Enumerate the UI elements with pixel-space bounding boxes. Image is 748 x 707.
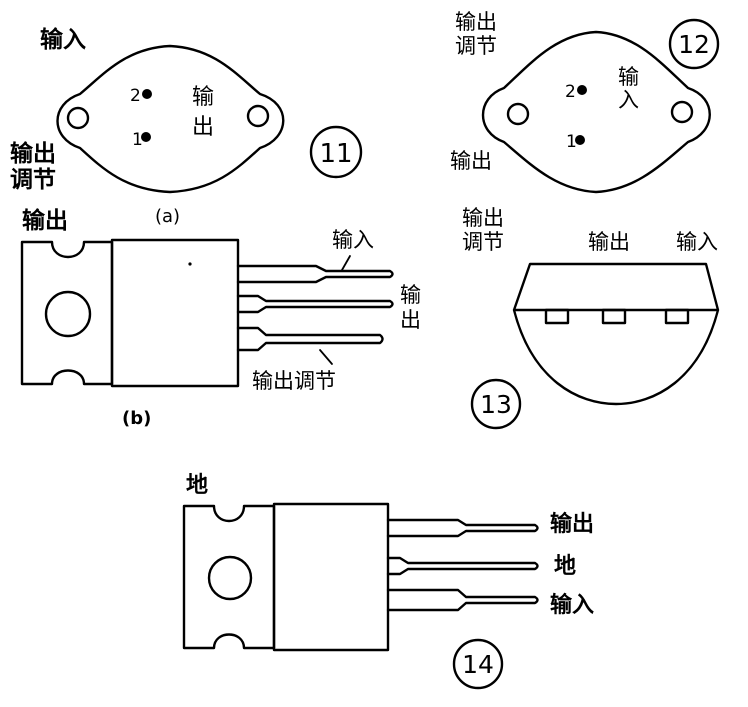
fig12-adj-label-1: 输出 [455, 10, 497, 34]
fig13-body-outline [512, 262, 720, 406]
fig12-case-label-2: 入 [618, 88, 639, 112]
fig14-body [272, 502, 390, 652]
fig11-pin2-dot [142, 89, 152, 99]
fig14-mount-hole [207, 555, 253, 601]
fig11-number: 11 [319, 139, 352, 169]
figb-pin-output-label-2: 出 [400, 308, 421, 332]
figb-leader-input [341, 255, 351, 271]
fig11-outline [56, 44, 285, 194]
fig11-pin1-number: 1 [132, 130, 143, 150]
fig11-pin1-dot [141, 132, 151, 142]
fig14-number: 14 [462, 650, 494, 679]
fig14-ground-label: 地 [554, 554, 576, 579]
fig14-pin-input [386, 588, 539, 612]
fig11-number-circle [309, 125, 363, 179]
fig12-number-circle [668, 18, 720, 70]
fig11-adj-label-2: 调节 [10, 167, 56, 193]
fig12-outline [481, 30, 711, 194]
fig11-mount-hole-left [66, 106, 90, 130]
fig12-pin2-dot [577, 85, 587, 95]
fig14-output-label: 输出 [550, 511, 594, 537]
fig13-package: 输出 调节 输出 输入 13 [462, 206, 720, 430]
fig12-mount-hole-left [506, 102, 530, 126]
figb-leader-adjust [319, 349, 333, 365]
fig13-adj-label-2: 调节 [462, 230, 504, 254]
fig12-pin1-dot [575, 135, 585, 145]
fig14-pin-ground [386, 556, 539, 576]
fig11-case-label-2: 出 [192, 115, 214, 140]
fig13-number: 13 [480, 390, 512, 419]
figb-pin-input-label: 输入 [332, 228, 374, 252]
figb-pin-output [236, 294, 394, 314]
figb-pin-output-label-1: 输 [400, 283, 421, 307]
fig12-case-label-1: 输 [618, 65, 639, 89]
figb-speck [188, 262, 192, 266]
fig13-lead-3 [664, 308, 690, 325]
fig12-number: 12 [678, 30, 710, 59]
fig11-adj-label-1: 输出 [10, 140, 56, 167]
fig11-pin2-number: 2 [130, 86, 141, 106]
fig14-pin-output [386, 518, 539, 538]
fig13-number-circle [470, 378, 522, 430]
figb-sub-label: (b) [122, 408, 151, 429]
figb-mount-hole [44, 290, 92, 338]
figb-pin-adjust-label: 输出调节 [252, 369, 336, 393]
fig12-mount-hole-right [670, 100, 694, 124]
fig14-tab-label: 地 [186, 473, 208, 498]
fig11-mount-hole-right [246, 104, 270, 128]
figb-tab-outline [20, 240, 114, 386]
fig12-pin2-number: 2 [565, 82, 576, 102]
fig12-adj-label-2: 调节 [455, 34, 497, 58]
figb-to220-package: 输出 输入 输 出 输出调节 (b) [20, 207, 421, 429]
figb-pin-adjust [236, 326, 384, 352]
fig12-to3-package: 2 1 输 入 输出 调节 输出 12 [450, 10, 720, 194]
fig13-adj-label-1: 输出 [462, 206, 504, 230]
fig13-lead-1 [544, 308, 570, 325]
fig12-output-label: 输出 [450, 149, 492, 173]
fig14-number-circle [452, 638, 504, 690]
fig11-input-label: 输入 [40, 26, 86, 53]
fig12-pin1-number: 1 [566, 132, 577, 152]
fig14-to220-package: 地 输出 地 输入 14 [182, 473, 594, 690]
fig13-output-label: 输出 [588, 230, 630, 254]
fig13-lead-2 [601, 308, 627, 325]
fig11-sub-label: (a) [155, 206, 180, 227]
fig13-input-label: 输入 [676, 230, 718, 254]
fig11-to3-package: 2 1 输 出 输入 输出 调节 (a) 11 [10, 26, 363, 227]
figb-top-label: 输出 [22, 207, 68, 234]
figb-body [110, 238, 240, 388]
fig11-case-label-1: 输 [192, 85, 214, 110]
fig14-tab-outline [182, 504, 276, 650]
fig14-input-label: 输入 [550, 592, 594, 618]
figb-pin-input [236, 264, 394, 284]
